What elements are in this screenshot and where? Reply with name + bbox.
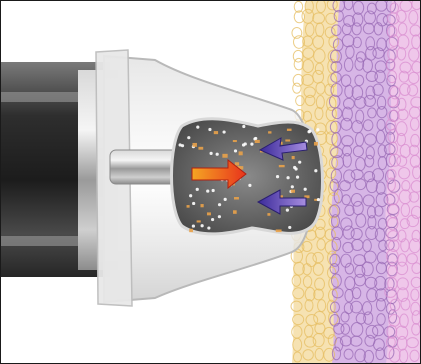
crystal-particle: [179, 143, 182, 146]
crystal-particle: [187, 205, 190, 208]
crystal-particle: [212, 189, 215, 192]
crystal-particle: [314, 169, 317, 172]
crystal-particle: [187, 136, 190, 139]
crystal-particle: [255, 140, 260, 143]
crystal-particle: [317, 198, 320, 201]
crystal-particle: [218, 203, 221, 206]
crystal-particle: [201, 224, 204, 227]
crystal-particle: [189, 194, 192, 197]
crystal-particle: [288, 226, 291, 229]
crystal-particle: [267, 213, 270, 216]
crystal-particle: [207, 226, 210, 229]
crystal-particle: [206, 189, 209, 192]
crystal-particle: [192, 224, 195, 227]
crystal-particle: [216, 153, 219, 156]
skin-cell: [292, 27, 302, 38]
crystal-particle: [208, 128, 211, 131]
crystal-particle: [200, 204, 203, 207]
crystal-particle: [197, 220, 201, 222]
crystal-particle: [304, 188, 307, 191]
crystal-particle: [242, 125, 245, 128]
crystal-particle: [276, 229, 282, 232]
crystal-particle: [192, 202, 195, 205]
crystal-particle: [192, 143, 197, 147]
crystal-particle: [298, 161, 301, 164]
crystal-particle: [223, 130, 226, 133]
crystal-particle: [209, 152, 212, 155]
crystal-particle: [196, 126, 199, 129]
skin-cell: [293, 83, 301, 93]
crystal-particle: [276, 175, 279, 178]
crystal-particle: [286, 176, 289, 179]
crystal-particle: [279, 165, 285, 167]
crystal-particle: [189, 229, 193, 232]
crystal-particle: [296, 176, 299, 179]
crystal-particle: [287, 129, 292, 131]
crystal-particle: [286, 209, 289, 212]
crystal-particle: [292, 156, 295, 159]
crystal-particle: [224, 198, 227, 201]
crystal-particle: [268, 131, 271, 133]
crystal-particle: [316, 128, 319, 131]
crystal-particle: [218, 215, 221, 218]
crystal-particle: [214, 131, 218, 134]
crystal-particle: [285, 139, 290, 141]
crystal-particle: [233, 140, 237, 142]
crystal-particle: [248, 184, 251, 187]
crystal-particle: [291, 190, 295, 193]
crystal-particle: [244, 142, 247, 145]
crystal-particle: [211, 218, 214, 221]
crystal-particle: [254, 137, 257, 140]
crystal-particle: [222, 154, 227, 158]
crystal-particle: [234, 149, 237, 152]
crystal-particle: [291, 185, 294, 188]
crystal-particle: [314, 142, 318, 146]
crystal-particle: [250, 143, 253, 146]
crystal-particle: [198, 147, 203, 150]
crystal-particle: [234, 197, 239, 199]
crystal-particle: [307, 130, 310, 133]
crystal-particle: [293, 166, 296, 169]
handpiece: [0, 50, 323, 306]
crystal-particle: [196, 188, 199, 191]
crystal-particle: [235, 162, 239, 165]
crystal-particle: [233, 210, 237, 214]
crystal-particle: [207, 212, 211, 215]
crystal-particle: [239, 151, 243, 155]
